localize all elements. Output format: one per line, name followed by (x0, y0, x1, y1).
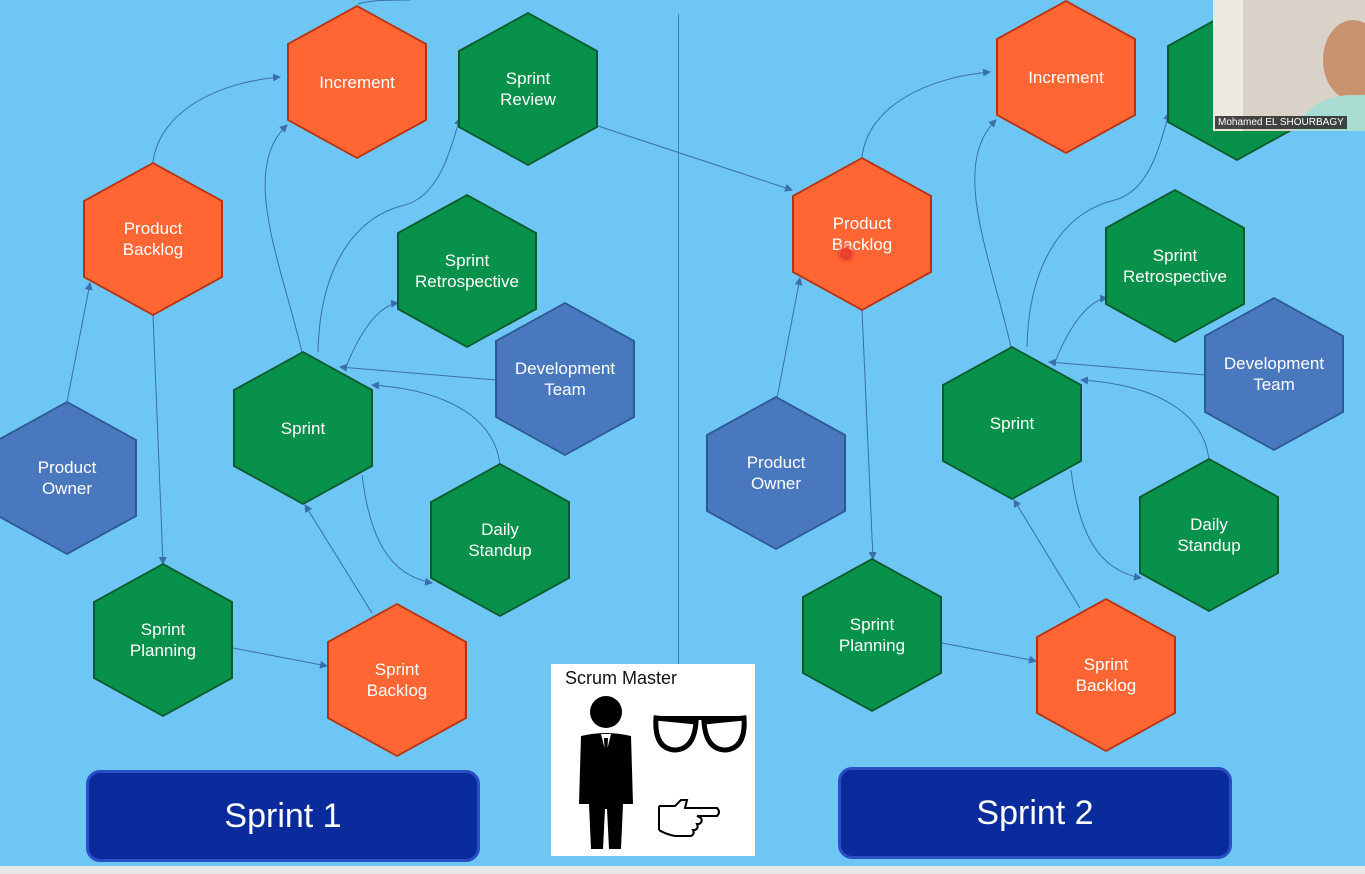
arrow-backlog-to-increment (152, 73, 281, 163)
product-backlog-hex: Product Backlog (83, 162, 223, 316)
hex-label: Development Team (514, 359, 616, 399)
hex-label: Sprint Retrospective (1123, 246, 1227, 286)
arrow-planning-to-backlog (232, 647, 328, 669)
scrum-master-title: Scrum Master (565, 668, 678, 688)
daily-standup-hex: Daily Standup (1139, 458, 1279, 612)
person-in-suit-icon (579, 696, 633, 849)
bottom-edge (0, 866, 1365, 874)
arrow-sprint2-to-review2 (1026, 112, 1171, 348)
hex-label: Sprint (280, 418, 326, 438)
participant-image (1213, 0, 1365, 131)
arrow-sprint2-to-standup2 (1070, 469, 1142, 581)
hex-label: Daily Standup (468, 520, 532, 560)
increment-hex: Increment (287, 5, 427, 159)
glasses-icon (653, 715, 747, 753)
arrow-sbacklog2-to-sprint2 (1013, 499, 1081, 609)
arrow-backlog2-to-increment2 (861, 68, 991, 158)
pointing-hand-icon (658, 799, 720, 837)
scrum-master-panel: Scrum Master (551, 664, 755, 856)
hex-label: Increment (1028, 67, 1104, 87)
arrow-backlog2-to-planning2 (861, 309, 877, 560)
arrow-owner-to-backlog (66, 282, 93, 403)
sprint-backlog-hex: Sprint Backlog (1036, 598, 1176, 752)
hex-label: Sprint Retrospective (415, 251, 519, 291)
product-owner-hex: Product Owner (0, 401, 137, 555)
arrow-sbacklog-to-sprint (304, 504, 373, 614)
development-team-hex: Development Team (1204, 297, 1344, 451)
participant-video[interactable]: Mohamed EL SHOURBAGY (1213, 0, 1365, 131)
hex-label: Sprint Review (500, 69, 556, 109)
hex-label: Product Backlog (122, 219, 184, 259)
hex-label: Sprint Backlog (1075, 655, 1137, 695)
sprint-2-banner: Sprint 2 (838, 767, 1232, 859)
sprint-planning-hex: Sprint Planning (802, 558, 942, 712)
arrow-sprint-to-increment (264, 124, 303, 353)
sprint-2-label: Sprint 2 (976, 793, 1094, 832)
hex-label: Product Owner (37, 458, 97, 498)
arrow-sprint2-to-increment2 (974, 119, 1012, 348)
arrow-sprint2-to-retro2 (1053, 294, 1108, 366)
hex-label: Sprint Planning (838, 615, 906, 655)
hex-label: Product Backlog (831, 214, 893, 254)
arrow-sprint-to-review (317, 117, 462, 353)
cursor-pointer-icon (840, 248, 852, 260)
sprint-review-hex: Sprint Review (458, 12, 598, 166)
arrow-planning2-to-backlog2 (941, 642, 1037, 664)
sprint-backlog-hex: Sprint Backlog (327, 603, 467, 757)
sprint-retrospective-hex: Sprint Retrospective (1105, 189, 1245, 343)
sprint-planning-hex: Sprint Planning (93, 563, 233, 717)
arrow-backlog-to-planning (152, 314, 167, 565)
sprint-retrospective-hex: Sprint Retrospective (397, 194, 537, 348)
arrow-devteam-to-sprint (339, 363, 497, 381)
hex-label: Sprint (989, 413, 1035, 433)
sprint-divider-line (678, 14, 679, 664)
arrow-sprint-to-retro (344, 299, 399, 371)
participant-name: Mohamed EL SHOURBAGY (1215, 116, 1347, 129)
arrow-devteam2-to-sprint2 (1048, 358, 1206, 376)
increment-hex: Increment (996, 0, 1136, 154)
arrow-sprint-to-standup (361, 474, 433, 586)
sprint-1-banner: Sprint 1 (86, 770, 480, 862)
hex-label: Increment (319, 72, 395, 92)
hex-label: Sprint Planning (129, 620, 197, 660)
hex-label: Daily Standup (1177, 515, 1241, 555)
hex-label: Sprint Backlog (366, 660, 428, 700)
sprint-1-label: Sprint 1 (224, 796, 342, 835)
arrow-standup-to-sprint (371, 381, 501, 466)
top-curve (357, 0, 411, 5)
arrow-owner2-to-backlog2 (776, 277, 803, 399)
arrow-standup2-to-sprint2 (1080, 376, 1210, 461)
hex-label: Product Owner (746, 453, 806, 493)
hex-label: Development Team (1223, 354, 1325, 394)
arrow-review-to-backlog2 (597, 125, 793, 192)
